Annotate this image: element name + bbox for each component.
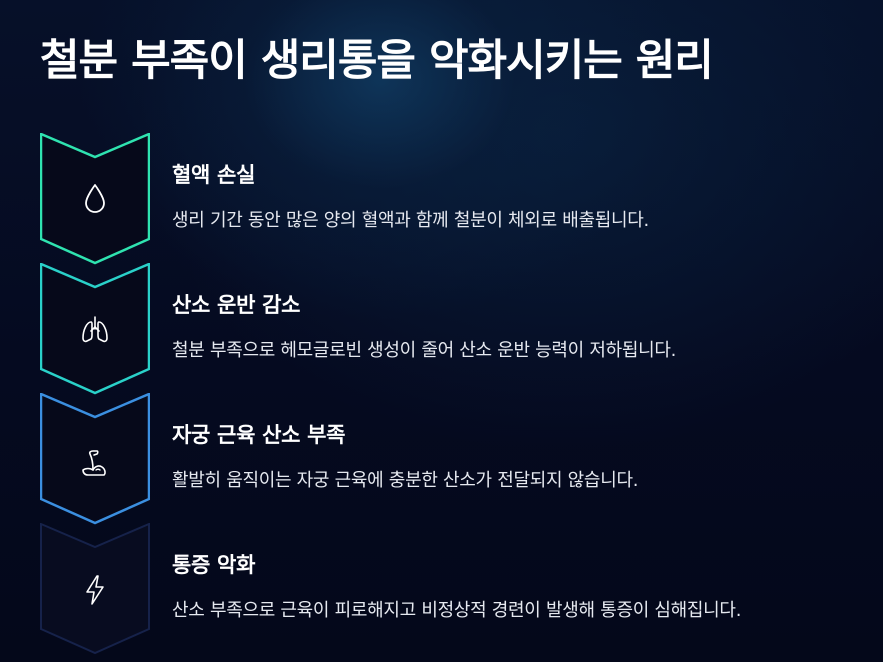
step-4-title: 통증 악화 (172, 553, 256, 577)
step-3-title: 자궁 근육 산소 부족 (172, 423, 346, 447)
step-2-description: 철분 부족으로 헤모글로빈 생성이 줄어 산소 운반 능력이 저하됩니다. (172, 340, 677, 361)
step-1-title: 혈액 손실 (172, 163, 256, 187)
step-3-description: 활발히 움직이는 자궁 근육에 충분한 산소가 전달되지 않습니다. (172, 470, 639, 491)
page-title: 철분 부족이 생리통을 악화시키는 원리 (40, 36, 714, 86)
step-4-description: 산소 부족으로 근육이 피로해지고 비정상적 경련이 발생해 통증이 심해집니다… (172, 600, 742, 621)
lungs-icon (78, 313, 112, 347)
lightning-bolt-icon (78, 573, 112, 607)
step-2-title: 산소 운반 감소 (172, 293, 301, 317)
step-1-description: 생리 기간 동안 많은 양의 혈액과 함께 철분이 체외로 배출됩니다. (172, 210, 649, 231)
step-4-chevron (40, 523, 150, 655)
droplet-icon (78, 181, 112, 215)
step-3-chevron (40, 393, 150, 525)
step-1-chevron (40, 133, 150, 265)
flexed-arm-icon (78, 446, 112, 480)
